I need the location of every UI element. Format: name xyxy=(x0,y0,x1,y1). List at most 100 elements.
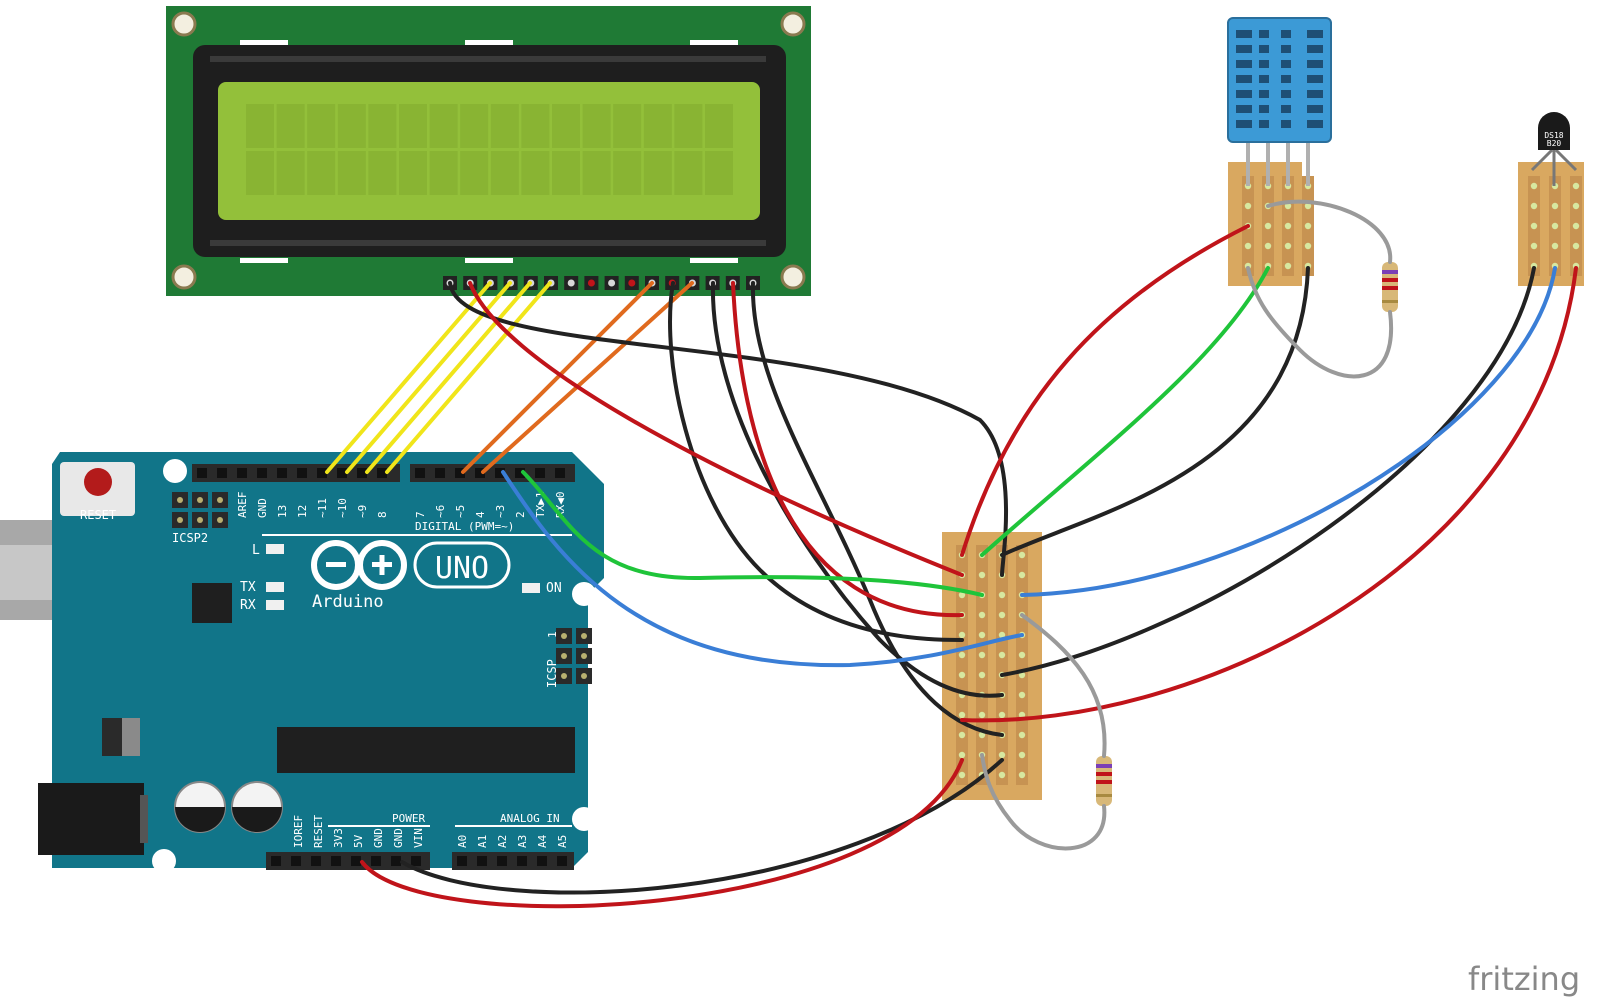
dht11-vent xyxy=(1307,75,1323,83)
dht11-vent xyxy=(1236,75,1252,83)
icsp2-pin-hole xyxy=(177,517,183,523)
lcd-mount-hole xyxy=(780,11,806,37)
led-l xyxy=(266,544,284,554)
power-pin xyxy=(391,856,401,866)
model-label: UNO xyxy=(435,551,489,586)
digital-pin xyxy=(317,468,327,478)
dht11-vent xyxy=(1259,60,1269,68)
strip-hole xyxy=(978,571,986,579)
digital-pin-label: 7 xyxy=(414,511,427,518)
wire-blue xyxy=(501,470,1024,668)
analog-pin-label: A3 xyxy=(516,835,529,848)
lcd-char-cell xyxy=(674,104,703,148)
lcd-char-cell xyxy=(337,104,366,148)
copper-strip xyxy=(996,545,1008,785)
digital-pin xyxy=(237,468,247,478)
digital-pin xyxy=(197,468,207,478)
strip-hole xyxy=(978,651,986,659)
wire-gray xyxy=(1266,199,1393,264)
power-pins xyxy=(271,856,567,866)
lcd-module xyxy=(166,6,811,296)
power-header xyxy=(266,852,430,870)
mount-hole xyxy=(572,582,596,606)
led-on xyxy=(522,583,540,593)
mount-hole xyxy=(163,459,187,483)
lcd-char-cell xyxy=(490,104,519,148)
lcd-char-cell xyxy=(705,104,733,148)
resistor-dht xyxy=(1382,262,1398,312)
strip-hole xyxy=(1551,242,1559,250)
strip-hole xyxy=(1530,222,1538,230)
strip-hole xyxy=(1530,182,1538,190)
lcd-pin-hole xyxy=(608,279,616,287)
analog-pin-label: A4 xyxy=(536,834,549,848)
wire-orange xyxy=(461,281,654,474)
icsp2-pin-hole xyxy=(197,497,203,503)
arduino-logo: UNO Arduino xyxy=(311,540,511,612)
power-pin-label: GND xyxy=(372,828,385,848)
digital-pin xyxy=(475,468,485,478)
analog-pin xyxy=(457,856,467,866)
analog-header xyxy=(452,852,574,870)
digital-pin-label: 13 xyxy=(276,505,289,518)
digital-label: DIGITAL (PWM=~) xyxy=(415,520,514,533)
power-pin-label: 3V3 xyxy=(332,828,345,848)
analog-pin-label: A1 xyxy=(476,835,489,848)
ds18b20-sensor: DS18 B20 xyxy=(1530,112,1578,186)
icsp2-label: ICSP2 xyxy=(172,531,208,545)
wire-gray xyxy=(1246,266,1394,379)
strip-hole xyxy=(1304,242,1312,250)
digital-pin xyxy=(257,468,267,478)
lcd-char-cell xyxy=(521,151,550,195)
wire-black xyxy=(668,281,964,642)
strip-hole xyxy=(1264,222,1272,230)
digital-pin-label: GND xyxy=(256,498,269,518)
wire-green xyxy=(521,470,984,597)
dht11-vent xyxy=(1307,45,1323,53)
icsp-header xyxy=(556,628,592,684)
strip-hole xyxy=(998,651,1006,659)
strip-hole xyxy=(1018,551,1026,559)
digital-pin xyxy=(455,468,465,478)
wire-gray xyxy=(980,753,1107,851)
dht11-vent xyxy=(1236,105,1252,113)
strip-hole xyxy=(1551,202,1559,210)
dht11-vent xyxy=(1236,60,1252,68)
lcd-char-cell xyxy=(521,104,550,148)
digital-pin xyxy=(515,468,525,478)
strip-hole xyxy=(958,731,966,739)
digital-pin-label: ~9 xyxy=(356,505,369,518)
analog-pin-label: A0 xyxy=(456,835,469,848)
power-pin-label: 5V xyxy=(352,834,365,848)
strip-hole xyxy=(958,771,966,779)
fritzing-watermark: fritzing xyxy=(1468,960,1580,998)
ds18b20-body xyxy=(1538,112,1570,150)
ds18b20-label-1: DS18 xyxy=(1544,131,1563,140)
strip-hole xyxy=(978,731,986,739)
power-pin xyxy=(271,856,281,866)
strip-hole xyxy=(998,611,1006,619)
digital-pin-label: ~6 xyxy=(434,505,447,518)
strip-hole xyxy=(998,711,1006,719)
lcd-char-cell xyxy=(307,104,336,148)
dht11-vent xyxy=(1236,90,1252,98)
power-pin xyxy=(331,856,341,866)
lcd-char-cell xyxy=(552,151,580,195)
dht11-vent xyxy=(1259,30,1269,38)
reset-button[interactable] xyxy=(84,468,112,496)
lcd-tab xyxy=(240,40,288,45)
power-pin-label: VIN xyxy=(412,828,425,848)
lcd-char-cell xyxy=(674,151,703,195)
dht11-vent xyxy=(1259,120,1269,128)
digital-pin xyxy=(555,468,565,478)
power-pin-label: GND xyxy=(392,828,405,848)
strip-hole xyxy=(1530,202,1538,210)
strip-hole xyxy=(1572,182,1580,190)
mount-hole xyxy=(152,849,176,873)
strip-hole xyxy=(1530,242,1538,250)
digital-pin xyxy=(535,468,545,478)
wires xyxy=(325,199,1578,909)
capacitor-1 xyxy=(174,781,226,833)
